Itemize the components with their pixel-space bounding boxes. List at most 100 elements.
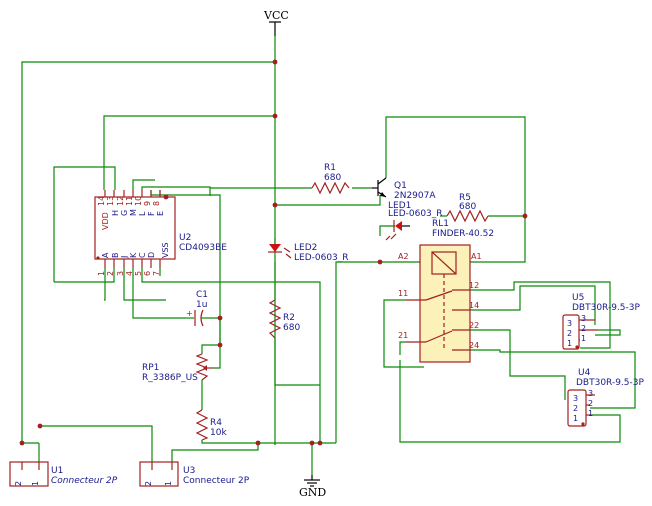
- c1-capacitor: + C1 1u: [186, 290, 208, 327]
- u4-pin-1-num: 1: [588, 409, 593, 418]
- led1-value: LED-0603_R: [388, 209, 443, 219]
- r5-resistor: R5 680: [446, 193, 489, 223]
- rl1-value: FINDER-40.52: [432, 229, 494, 239]
- u1-pin-1: 1: [31, 481, 40, 486]
- rl1-pin-21: 21: [398, 331, 408, 340]
- u2-pin-11-num: 11: [125, 196, 134, 206]
- u2-pin-12-num: 12: [116, 196, 125, 206]
- u3-value: Connecteur 2P: [183, 476, 250, 486]
- u4-ref: U4: [578, 368, 591, 378]
- rp1-value: R_3386P_US: [142, 373, 198, 383]
- u2-pin-8-num: 8: [152, 201, 161, 206]
- vcc-symbol: VCC: [263, 9, 289, 36]
- u2-ic: 14 13 12 11 10 9 8 VDD H G M L F E 1 2 3…: [94, 190, 227, 276]
- rl1-pin-14: 14: [469, 301, 479, 310]
- u2-pin-l-name: L: [138, 211, 147, 216]
- c1-plus-mark: +: [186, 309, 193, 318]
- gnd-symbol: GND: [299, 475, 326, 499]
- rp1-ref: RP1: [142, 363, 159, 373]
- u5-pin-3-num: 3: [581, 314, 586, 323]
- u5-ref: U5: [572, 293, 584, 303]
- r5-ref: R5: [459, 193, 471, 203]
- u4-value: DBT30R-9.5-3P: [576, 378, 644, 388]
- c1-value: 1u: [196, 300, 207, 310]
- rl1-ref: RL1: [432, 219, 449, 229]
- r1-resistor: R1 680: [311, 163, 350, 195]
- led2: LED2 LED-0603_R: [268, 243, 349, 263]
- rl1-relay: A2 A1 11 12 14 21 22 24 RL1 FINDER-40.52: [398, 219, 494, 363]
- u3-ref: U3: [183, 466, 195, 476]
- gnd-label: GND: [299, 486, 326, 499]
- u5-pin-1: 1: [567, 339, 572, 348]
- u2-pin-h-name: H: [111, 210, 120, 216]
- u2-pin-10-num: 10: [134, 196, 143, 206]
- u2-ref: U2: [179, 233, 191, 243]
- u2-pin-e-name: E: [156, 211, 165, 216]
- rl1-pin-a1: A1: [471, 252, 482, 261]
- u4-terminal: 3 2 1 3 2 1 U4 DBT30R-9.5-3P: [567, 368, 644, 427]
- u1-connector: 2 1 U1 Connecteur 2P: [9, 461, 118, 487]
- u4-pin-3: 3: [573, 394, 578, 403]
- u3-pin-1: 1: [164, 481, 173, 486]
- r5-value: 680: [459, 202, 476, 212]
- u2-pin-4-num: 4: [125, 271, 134, 276]
- u2-pin-b-name: B: [111, 253, 120, 259]
- led1: LED1 LED-0603_R: [385, 201, 443, 241]
- u2-value: CD4093BE: [179, 243, 227, 253]
- rl1-pin-11: 11: [398, 289, 408, 298]
- u2-pin-d-name: D: [147, 252, 156, 258]
- u2-pin-vdd-name: VDD: [101, 212, 110, 230]
- u1-ref: U1: [51, 466, 63, 476]
- u2-pin-c-name: C: [138, 252, 147, 258]
- u3-pin-2: 2: [144, 481, 153, 486]
- r1-value: 680: [324, 173, 341, 183]
- q1-value: 2N2907A: [394, 191, 436, 201]
- u5-pin-2-num: 2: [581, 324, 586, 333]
- u2-pin-2-num: 2: [106, 271, 115, 276]
- vcc-label: VCC: [263, 9, 289, 22]
- u5-pin-2: 2: [567, 329, 572, 338]
- r2-ref: R2: [283, 313, 295, 323]
- rp1-potentiometer: RP1 R_3386P_US: [142, 353, 213, 383]
- u4-pin-2-num: 2: [588, 399, 593, 408]
- u1-pin-2: 2: [14, 481, 23, 486]
- u2-pin-a-name: A: [101, 252, 110, 258]
- rl1-pin-24: 24: [469, 341, 479, 350]
- q1-ref: Q1: [394, 181, 407, 191]
- rl1-pin-22: 22: [469, 321, 479, 330]
- u2-pin-g-name: G: [120, 210, 129, 216]
- u4-pin-2: 2: [573, 404, 578, 413]
- u2-pin-5-num: 5: [134, 271, 143, 276]
- u2-pin-13-num: 13: [106, 196, 115, 206]
- rl1-pin-12: 12: [469, 281, 479, 290]
- led2-value: LED-0603_R: [294, 253, 349, 263]
- led1-ref: LED1: [388, 201, 411, 211]
- c1-ref: C1: [196, 290, 208, 300]
- u3-connector: 2 1 U3 Connecteur 2P: [139, 461, 250, 487]
- u2-pin-3-num: 3: [116, 271, 125, 276]
- q1-transistor: Q1 2N2907A: [372, 177, 436, 201]
- u4-pin-3-num: 3: [588, 389, 593, 398]
- rl1-pin-a2: A2: [398, 252, 409, 261]
- u2-pin-9-num: 9: [143, 201, 152, 206]
- r2-value: 680: [283, 323, 300, 333]
- u2-pin-14-num: 14: [97, 196, 106, 206]
- u2-pin-m-name: M: [129, 209, 138, 216]
- u2-pin-6-num: 6: [143, 271, 152, 276]
- r2-resistor: R2 680: [268, 299, 300, 339]
- r4-resistor: R4 10k: [195, 409, 227, 441]
- u2-pin-f-name: F: [147, 211, 156, 216]
- u2-pin-vss-name: VSS: [161, 242, 170, 258]
- u2-pin-k-name: K: [129, 252, 138, 258]
- u5-terminal: 3 2 1 3 2 1 U5 DBT30R-9.5-3P: [562, 293, 640, 350]
- r4-ref: R4: [210, 418, 222, 428]
- u1-value: Connecteur 2P: [51, 476, 118, 486]
- u2-pin-1-num: 1: [97, 271, 106, 276]
- led2-ref: LED2: [294, 243, 317, 253]
- r4-value: 10k: [210, 428, 227, 438]
- u5-pin-3: 3: [567, 319, 572, 328]
- u2-pin-j-name: J: [120, 256, 129, 259]
- r1-ref: R1: [324, 163, 336, 173]
- u4-pin-1: 1: [573, 414, 578, 423]
